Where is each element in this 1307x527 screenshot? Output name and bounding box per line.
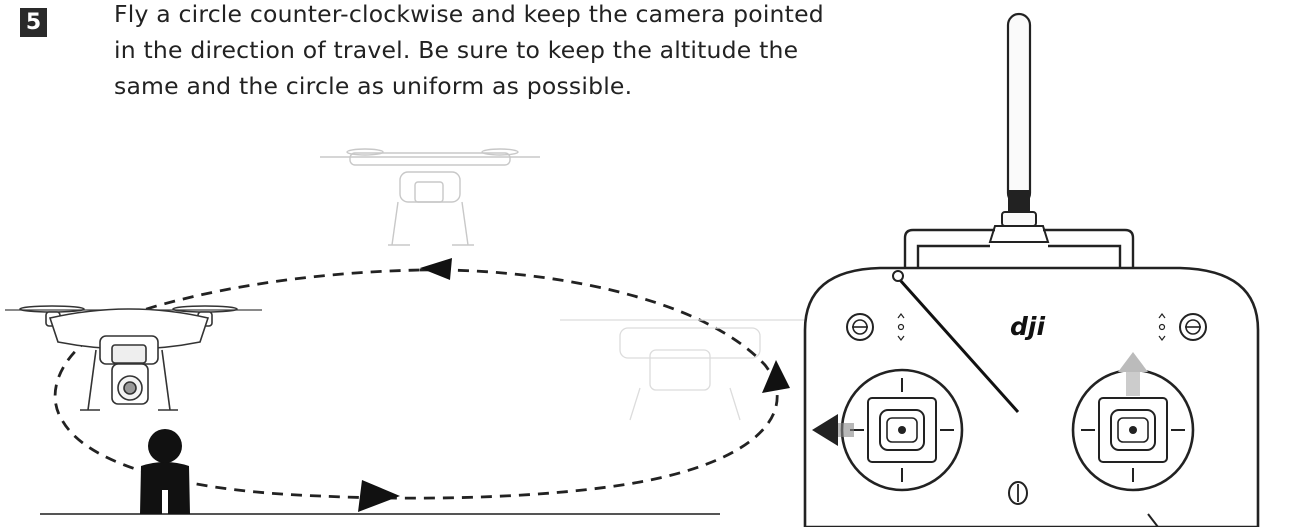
drone-icon [5,306,262,410]
remote-controller: dji [805,14,1258,527]
person-icon [140,429,190,514]
brand-logo: dji [1010,312,1045,341]
joystick-left-icon[interactable] [842,370,962,490]
left-switch-icon[interactable] [847,314,873,340]
power-button-icon[interactable] [1009,482,1027,504]
up-arrow-tail [1126,372,1140,396]
right-switch-icon[interactable] [1180,314,1206,340]
left-arrow-tail [838,423,854,437]
drone-icon [320,149,540,245]
antenna-icon [990,14,1048,242]
path-arrow-bottom-icon [358,480,400,512]
path-arrow-top-icon [420,258,452,280]
